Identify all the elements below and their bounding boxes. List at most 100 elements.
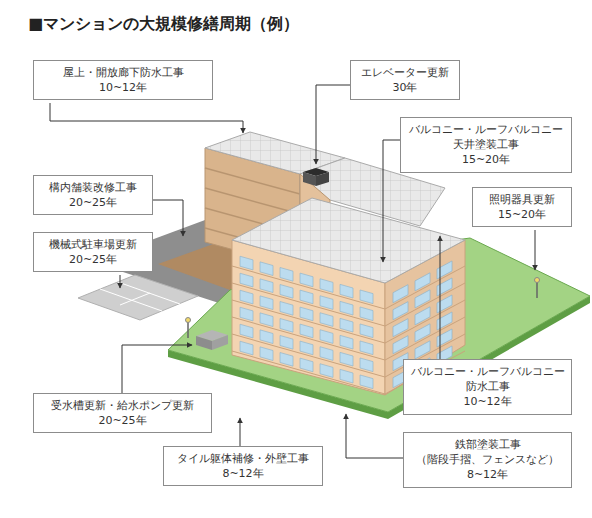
work-name: バルコニー・ルーフバルコニー 防水工事: [408, 364, 567, 394]
callout-box: バルコニー・ルーフバルコニー 防水工事10~12年: [403, 359, 572, 415]
window: [280, 352, 293, 366]
cycle-years: 30年: [355, 80, 455, 95]
left-windows: [232, 254, 385, 394]
window: [300, 273, 313, 287]
cycle-years: 20~25年: [38, 195, 148, 210]
balcony-line: [232, 351, 385, 394]
window: [415, 273, 430, 291]
lamp-head: [535, 278, 540, 283]
window: [320, 313, 333, 327]
window: [300, 358, 313, 372]
balcony-line: [232, 334, 385, 377]
window: [300, 341, 313, 355]
parking-area: [78, 275, 198, 320]
window: [360, 358, 373, 372]
window: [415, 307, 430, 325]
balcony-line: [385, 317, 465, 360]
diagram-title: ■マンションの大規模修繕周期（例）: [28, 14, 299, 35]
work-name: 屋上・開放廊下防水工事: [38, 65, 208, 80]
cycle-years: 10~12年: [408, 394, 567, 409]
window: [260, 347, 273, 361]
leader-line: [316, 85, 350, 164]
work-name: エレベーター更新: [355, 65, 455, 80]
leader-line: [240, 418, 241, 446]
work-name: バルコニー・ルーフバルコニー 天井塗装工事: [405, 122, 567, 152]
callout-box: 鉄部塗装工事（階段手摺、フェンスなど）8~12年: [403, 432, 572, 488]
leader-line: [383, 140, 400, 262]
window: [240, 307, 253, 321]
window: [240, 256, 253, 270]
window: [300, 307, 313, 321]
work-name: タイル躯体補修・外壁工事: [168, 451, 318, 466]
window: [280, 284, 293, 298]
window: [320, 364, 333, 378]
work-name: 照明器具更新: [477, 192, 567, 207]
window: [260, 279, 273, 293]
window: [320, 279, 333, 293]
cycle-years: 20~25年: [38, 413, 207, 428]
callout-box: エレベーター更新30年: [350, 60, 460, 100]
window: [260, 262, 273, 276]
window: [393, 336, 408, 354]
cycle-years: 15~20年: [405, 152, 567, 167]
window: [437, 295, 452, 313]
window: [360, 341, 373, 355]
balcony-line: [385, 266, 465, 309]
cycle-years: 10~12年: [38, 80, 208, 95]
cycle-years: 8~12年: [408, 467, 567, 482]
window: [280, 301, 293, 315]
window: [280, 335, 293, 349]
window: [280, 318, 293, 332]
window: [393, 285, 408, 303]
lamp-head: [186, 318, 191, 323]
balcony-line: [385, 300, 465, 343]
callout-box: 機械式駐車場更新20~25年: [33, 232, 153, 272]
callout-box: タイル躯体補修・外壁工事8~12年: [163, 446, 323, 486]
window: [415, 290, 430, 308]
cycle-years: 20~25年: [38, 252, 148, 267]
window: [340, 318, 353, 332]
window: [260, 313, 273, 327]
window: [320, 347, 333, 361]
tank-side: [212, 335, 228, 350]
tank-front: [196, 336, 212, 350]
window: [240, 341, 253, 355]
cycle-years: 15~20年: [477, 207, 567, 222]
window: [260, 330, 273, 344]
window: [340, 284, 353, 298]
window: [360, 307, 373, 321]
window: [260, 296, 273, 310]
callout-box: 照明器具更新15~20年: [472, 187, 572, 227]
window: [360, 324, 373, 338]
balcony-line: [232, 300, 385, 343]
balcony-line: [232, 283, 385, 326]
window: [360, 290, 373, 304]
window: [300, 324, 313, 338]
window: [437, 261, 452, 279]
window: [280, 267, 293, 281]
balcony-line: [232, 317, 385, 360]
window: [240, 324, 253, 338]
leader-line: [346, 414, 403, 458]
parking-lines: [100, 282, 180, 311]
window: [240, 290, 253, 304]
leader-line: [535, 230, 536, 270]
lamp-post: [188, 282, 537, 338]
window: [340, 301, 353, 315]
leader-line: [120, 275, 121, 288]
window: [360, 375, 373, 389]
main-roof: [232, 198, 465, 283]
window: [320, 296, 333, 310]
window: [340, 369, 353, 383]
window: [240, 273, 253, 287]
work-name: 鉄部塗装工事: [408, 437, 567, 452]
window: [437, 312, 452, 330]
window: [393, 302, 408, 320]
callout-box: 構内舗装改修工事20~25年: [33, 175, 153, 215]
callout-box: バルコニー・ルーフバルコニー 天井塗装工事15~20年: [400, 117, 572, 173]
window: [320, 330, 333, 344]
work-name: （階段手摺、フェンスなど）: [408, 452, 567, 467]
work-name: 機械式駐車場更新: [38, 237, 148, 252]
window: [340, 352, 353, 366]
window: [437, 329, 452, 347]
